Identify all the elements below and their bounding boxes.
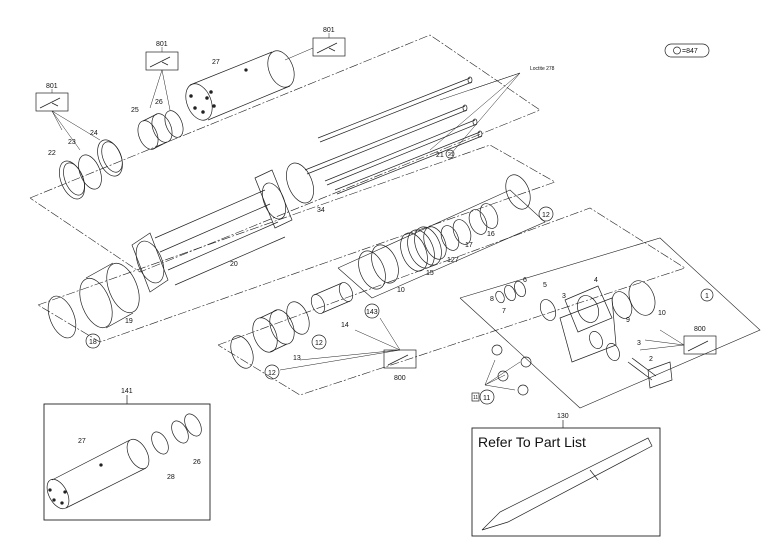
housing-20 [131,169,293,293]
label-12-lower: 12 [268,370,276,377]
inset-141-box [43,395,211,521]
callout-box-801-top [312,37,346,57]
tie-rods-21 [304,76,483,195]
ring-34 [286,162,314,204]
label-15: 15 [426,270,434,277]
frame-middle [37,144,556,343]
callout-box-800-lower [383,349,417,369]
label-1: 1 [705,293,709,300]
frame-front-head [459,237,761,409]
label-loctite: Loctite 278 [530,66,555,72]
label-801-top: 801 [323,27,335,34]
label-20: 20 [230,261,238,268]
label-16: 16 [487,231,495,238]
rings-22-23-24 [58,139,123,200]
label-19: 19 [125,318,133,325]
label-141: 141 [121,388,133,395]
label-27: 27 [212,59,220,66]
leader-lines [51,33,685,391]
label-11-box: 11 [473,395,478,401]
label-26: 26 [155,99,163,106]
label-3-lower: 3 [637,340,641,347]
label-12-upper: 12 [542,212,550,219]
cylinder-27-upper [185,50,295,121]
sleeve-25 [137,113,173,150]
label-27-inset: 27 [78,438,86,445]
label-25: 25 [131,107,139,114]
ring-18 [47,295,77,339]
ring-26-upper [164,110,184,138]
label-21: 21 [436,152,444,159]
label-127: 127 [447,257,459,264]
part-list-note: Refer To Part List [478,434,586,450]
label-28: 28 [167,474,175,481]
inset-130-box [471,420,661,537]
label-18: 18 [89,339,97,346]
callout-box-801-left [35,92,69,112]
label-800-right: 800 [694,326,706,333]
label-10-right: 10 [658,310,666,317]
nuts-11 [491,344,532,396]
label-22: 22 [48,150,56,157]
label-23: 23 [68,139,76,146]
frame-seal-kit [337,189,546,299]
label-24: 24 [90,130,98,137]
frame-lower-middle [217,207,686,396]
label-2: 2 [649,356,653,363]
label-801-left: 801 [46,83,58,90]
label-26-inset: 26 [193,459,201,466]
ring-12-upper [505,174,531,210]
label-8: 8 [490,296,494,303]
callout-box-801-middle [145,51,179,71]
label-21-circled: 21 [448,152,454,158]
label-5: 5 [543,282,547,289]
label-9: 9 [626,317,630,324]
label-143: 143 [366,309,378,316]
label-34: 34 [317,207,325,214]
label-800-lower: 800 [394,375,406,382]
piston-parts [230,282,354,369]
label-6: 6 [523,277,527,284]
label-14: 14 [341,322,349,329]
legend-label: =847 [682,48,698,55]
seal-kit-parts [358,203,499,290]
label-4: 4 [594,277,598,284]
front-head-parts [495,280,673,389]
frame-upper [29,34,541,273]
label-3-upper: 3 [562,293,566,300]
label-801-middle: 801 [156,41,168,48]
label-130: 130 [557,413,569,420]
number-circles [85,149,714,405]
sleeve-19 [79,262,140,329]
label-17: 17 [465,242,473,249]
label-12-middle: 12 [315,340,323,347]
label-7: 7 [502,308,506,315]
legend-badge [664,43,710,58]
label-13: 13 [293,355,301,362]
label-10-left: 10 [397,287,405,294]
label-11: 11 [483,395,490,402]
